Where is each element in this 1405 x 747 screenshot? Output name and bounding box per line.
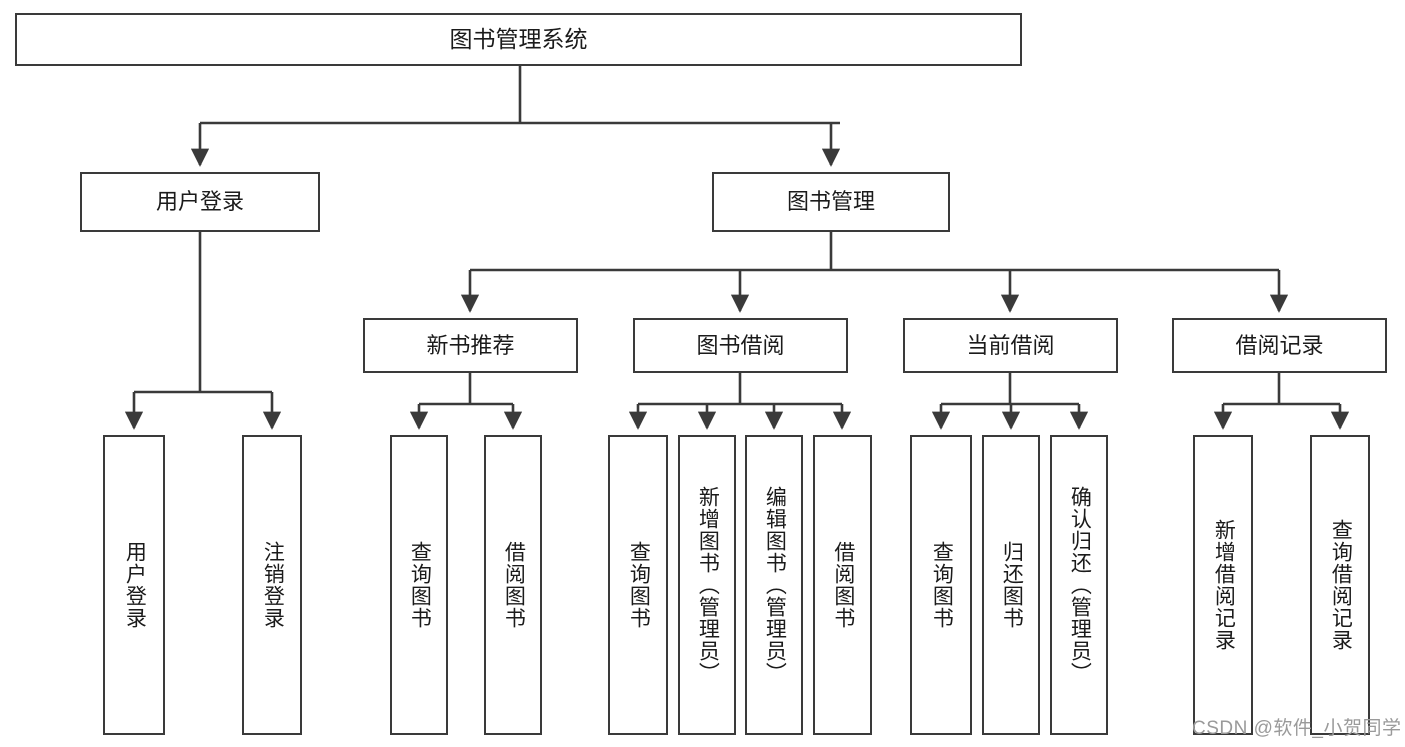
node-leaf-user-logout-label: 注销登录 xyxy=(261,541,285,629)
csdn-watermark: CSDN @软件_小贺同学 xyxy=(1192,718,1402,739)
node-leaf-confirm-return-label: 确认归还（管理员） xyxy=(1068,486,1092,684)
node-root[interactable]: 图书管理系统 xyxy=(15,13,1022,66)
node-book-manage[interactable]: 图书管理 xyxy=(712,172,950,232)
node-leaf-user-login[interactable]: 用户登录 xyxy=(103,435,165,735)
node-leaf-add-record-label: 新增借阅记录 xyxy=(1212,519,1236,651)
node-leaf-borrow-book-2-label: 借阅图书 xyxy=(831,541,855,629)
node-leaf-edit-book-label: 编辑图书（管理员） xyxy=(763,486,787,684)
node-new-book-recommend-label: 新书推荐 xyxy=(426,332,515,358)
node-book-borrow-label: 图书借阅 xyxy=(696,332,785,358)
node-leaf-query-book-1[interactable]: 查询图书 xyxy=(390,435,448,735)
node-current-borrow[interactable]: 当前借阅 xyxy=(903,318,1118,373)
node-borrow-record-label: 借阅记录 xyxy=(1235,332,1324,358)
node-leaf-borrow-book-1-label: 借阅图书 xyxy=(502,541,526,629)
node-leaf-borrow-book-1[interactable]: 借阅图书 xyxy=(484,435,542,735)
node-leaf-return-book-label: 归还图书 xyxy=(1000,541,1024,629)
node-leaf-query-book-2[interactable]: 查询图书 xyxy=(608,435,668,735)
node-borrow-record[interactable]: 借阅记录 xyxy=(1172,318,1387,373)
node-user-login-label: 用户登录 xyxy=(155,189,244,215)
node-leaf-return-book[interactable]: 归还图书 xyxy=(982,435,1040,735)
node-leaf-add-book-label: 新增图书（管理员） xyxy=(696,486,720,684)
node-leaf-query-book-3[interactable]: 查询图书 xyxy=(910,435,972,735)
node-book-manage-label: 图书管理 xyxy=(786,189,875,215)
node-current-borrow-label: 当前借阅 xyxy=(966,332,1055,358)
node-leaf-add-book[interactable]: 新增图书（管理员） xyxy=(678,435,736,735)
node-leaf-query-book-3-label: 查询图书 xyxy=(930,541,954,629)
node-leaf-borrow-book-2[interactable]: 借阅图书 xyxy=(813,435,872,735)
node-leaf-edit-book[interactable]: 编辑图书（管理员） xyxy=(745,435,803,735)
node-book-borrow[interactable]: 图书借阅 xyxy=(633,318,848,373)
node-user-login[interactable]: 用户登录 xyxy=(80,172,320,232)
node-leaf-add-record[interactable]: 新增借阅记录 xyxy=(1193,435,1253,735)
node-leaf-query-book-1-label: 查询图书 xyxy=(408,541,432,629)
node-leaf-query-record[interactable]: 查询借阅记录 xyxy=(1310,435,1370,735)
node-leaf-user-login-label: 用户登录 xyxy=(123,541,147,629)
node-new-book-recommend[interactable]: 新书推荐 xyxy=(363,318,578,373)
node-leaf-user-logout[interactable]: 注销登录 xyxy=(242,435,302,735)
node-leaf-query-book-2-label: 查询图书 xyxy=(627,541,651,629)
node-leaf-confirm-return[interactable]: 确认归还（管理员） xyxy=(1050,435,1108,735)
node-leaf-query-record-label: 查询借阅记录 xyxy=(1329,519,1353,651)
node-root-label: 图书管理系统 xyxy=(449,25,588,52)
